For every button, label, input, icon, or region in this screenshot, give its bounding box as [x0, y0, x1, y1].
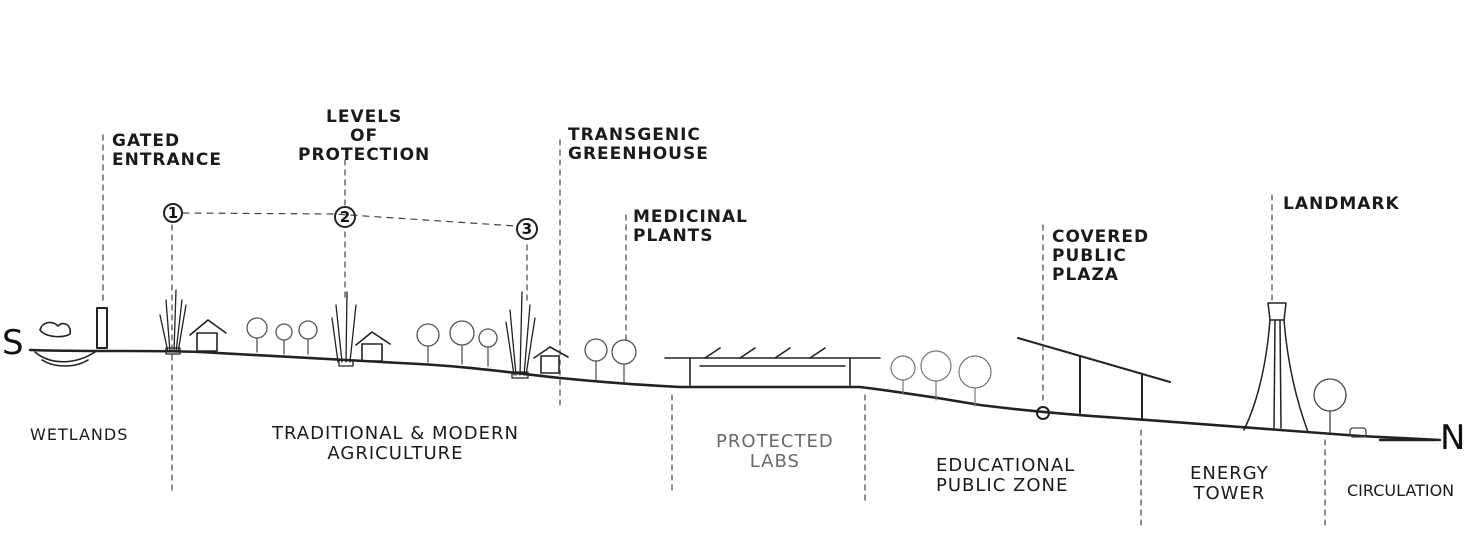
marker-1: 1 [163, 203, 183, 223]
marker-1-label: 1 [168, 204, 178, 222]
circulation-zone-label: CIRCULATION [1347, 481, 1455, 500]
landmark-label: LANDMARK [1283, 194, 1400, 214]
educational-public-zone-label: EDUCATIONAL PUBLIC ZONE [936, 455, 1076, 497]
north-label: N [1440, 418, 1466, 458]
energy-tower [1243, 302, 1309, 433]
transgenic-greenhouse-label: TRANSGENIC GREENHOUSE [568, 125, 709, 165]
marker-2-label: 2 [340, 208, 350, 226]
protected-labs-building [664, 347, 881, 386]
energy-tower-zone-label: ENERGY TOWER [1190, 463, 1269, 505]
protected-labs-zone-label: PROTECTED LABS [716, 431, 834, 473]
covered-plaza-structure [1017, 337, 1171, 420]
ground-line [28, 348, 1442, 442]
wetlands-zone-label: WETLANDS [30, 425, 129, 444]
farm-huts [189, 319, 569, 374]
medicinal-plants-label: MEDICINAL PLANTS [633, 207, 748, 247]
gate-post [96, 307, 108, 349]
leader-lines [102, 134, 1326, 531]
reed-clusters [159, 289, 536, 379]
agriculture-zone-label: TRADITIONAL & MODERN AGRICULTURE [272, 423, 519, 465]
agriculture-trees [246, 317, 637, 383]
levels-of-protection-label: LEVELS OF PROTECTION [298, 107, 431, 166]
protection-markers: 1 2 3 [163, 203, 538, 240]
educational-trees [890, 350, 992, 407]
protection-levels-line [182, 212, 517, 227]
marker-2: 2 [334, 206, 356, 228]
marker-3: 3 [516, 218, 538, 240]
wetland-water [34, 321, 96, 367]
south-label: S [2, 323, 24, 363]
covered-public-plaza-label: COVERED PUBLIC PLAZA [1052, 227, 1150, 286]
marker-3-label: 3 [522, 220, 532, 238]
north-tree [1313, 378, 1367, 438]
gated-entrance-label: GATED ENTRANCE [112, 131, 222, 171]
